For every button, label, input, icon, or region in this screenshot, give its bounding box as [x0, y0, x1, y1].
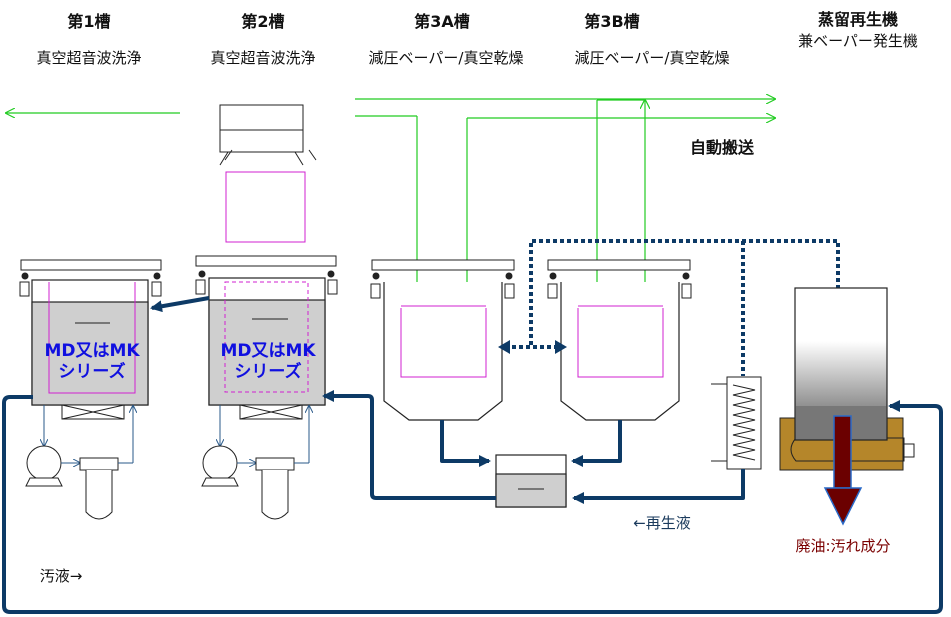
condenser: [711, 376, 762, 470]
tank3a-title: 第3A槽: [414, 12, 470, 31]
tank3b-subtitle: 減圧ベーパー/真空乾燥: [575, 49, 730, 67]
tank3b-title: 第3B槽: [584, 12, 639, 31]
tank1-media-line2: シリーズ: [58, 361, 125, 382]
tank3a: [370, 259, 515, 421]
distiller-subtitle: 兼ベーパー発生機: [798, 32, 918, 50]
vapor-arrow-left: [498, 340, 510, 354]
tank1-pump-filter: [25, 405, 133, 520]
tank2-media-line1: MD又はMK: [220, 341, 316, 361]
storage-tank: [495, 454, 567, 508]
waste-oil-arrow: [823, 415, 863, 526]
transfer-basket: [219, 104, 317, 243]
dirty-liquid-label: 汚液→: [40, 567, 83, 585]
tank1: [19, 259, 162, 420]
tank2-title: 第2槽: [241, 12, 284, 31]
tank1-media-line1: MD又はMK: [44, 341, 140, 361]
tank1-subtitle: 真空超音波洗浄: [36, 49, 141, 67]
vapor-arrow-right: [555, 340, 567, 354]
vapor-lines: [505, 239, 840, 376]
auto-transfer-label: 自動搬送: [690, 138, 755, 157]
tank2-media-line2: シリーズ: [234, 361, 301, 382]
distiller-title: 蒸留再生機: [818, 10, 898, 29]
tank3a-subtitle: 減圧ベーパー/真空乾燥: [369, 49, 524, 67]
tank2-subtitle: 真空超音波洗浄: [210, 49, 315, 67]
tank2-pump-filter: [201, 405, 309, 520]
waste-oil-label: 廃油:汚れ成分: [795, 537, 890, 555]
tank2: [195, 255, 338, 420]
regenerated-liquid-label: ←再生液: [633, 514, 691, 532]
overflow-pipe: [150, 296, 210, 313]
tank3b: [547, 259, 692, 421]
circulation-pipes: [2, 390, 943, 614]
tank1-title: 第1槽: [67, 12, 110, 31]
